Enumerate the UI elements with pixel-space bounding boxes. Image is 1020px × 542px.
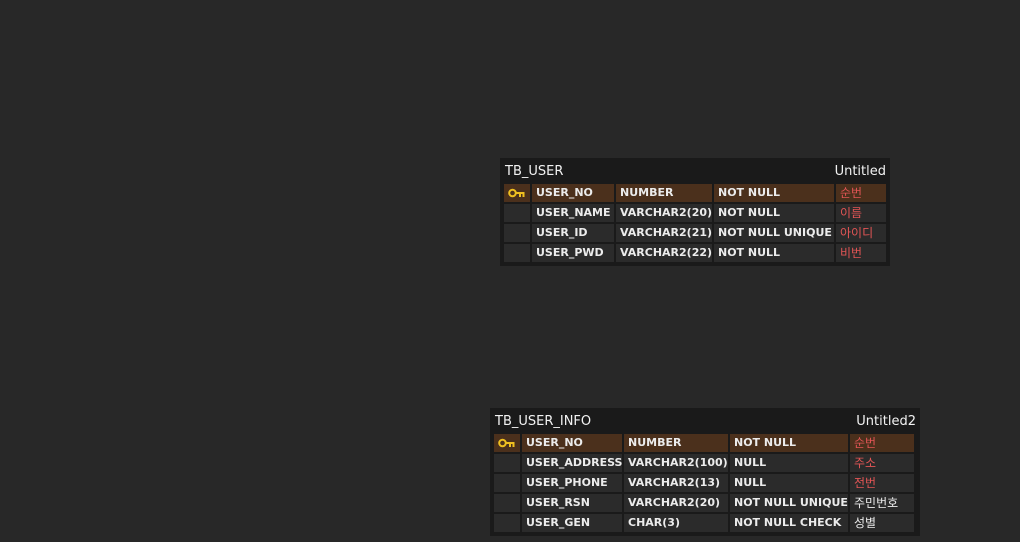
table-header[interactable]: TB_USER Untitled [504,158,886,184]
column-constraint: NOT NULL CHECK [730,514,848,532]
column-name: USER_ID [532,224,614,242]
column-type: VARCHAR2(21) [616,224,712,242]
table-name: TB_USER_INFO [495,413,592,429]
key-cell-empty [494,514,520,532]
column-name: USER_PHONE [522,474,622,492]
table-header[interactable]: TB_USER_INFO Untitled2 [494,408,916,434]
column-name: USER_NO [522,434,622,452]
column-type: VARCHAR2(20) [624,494,728,512]
column-type: VARCHAR2(100) [624,454,728,472]
column-type: VARCHAR2(13) [624,474,728,492]
key-icon [494,434,520,452]
column-comment: 주민번호 [850,494,914,512]
column-comment: 아이디 [836,224,886,242]
column-name: USER_ADDRESS [522,454,622,472]
column-comment: 성별 [850,514,914,532]
key-cell-empty [494,454,520,472]
key-cell-empty [504,224,530,242]
column-constraint: NULL [730,454,848,472]
table-name: TB_USER [505,163,564,179]
key-cell-empty [494,474,520,492]
column-name: USER_NO [532,184,614,202]
column-constraint: NOT NULL UNIQUE [730,494,848,512]
table-label: Untitled [834,163,886,179]
column-comment: 이름 [836,204,886,222]
column-name: USER_GEN [522,514,622,532]
column-constraint: NULL [730,474,848,492]
column-constraint: NOT NULL [714,184,834,202]
column-constraint: NOT NULL UNIQUE [714,224,834,242]
column-name: USER_RSN [522,494,622,512]
column-comment: 순번 [850,434,914,452]
key-icon [504,184,530,202]
column-comment: 비번 [836,244,886,262]
key-cell-empty [494,494,520,512]
column-type: VARCHAR2(20) [616,204,712,222]
column-name: USER_NAME [532,204,614,222]
column-type: VARCHAR2(22) [616,244,712,262]
column-constraint: NOT NULL [730,434,848,452]
column-constraint: NOT NULL [714,204,834,222]
column-comment: 전번 [850,474,914,492]
table-label: Untitled2 [856,413,916,429]
column-constraint: NOT NULL [714,244,834,262]
column-comment: 주소 [850,454,914,472]
column-type: CHAR(3) [624,514,728,532]
key-cell-empty [504,204,530,222]
column-name: USER_PWD [532,244,614,262]
column-comment: 순번 [836,184,886,202]
column-type: NUMBER [624,434,728,452]
column-type: NUMBER [616,184,712,202]
key-cell-empty [504,244,530,262]
